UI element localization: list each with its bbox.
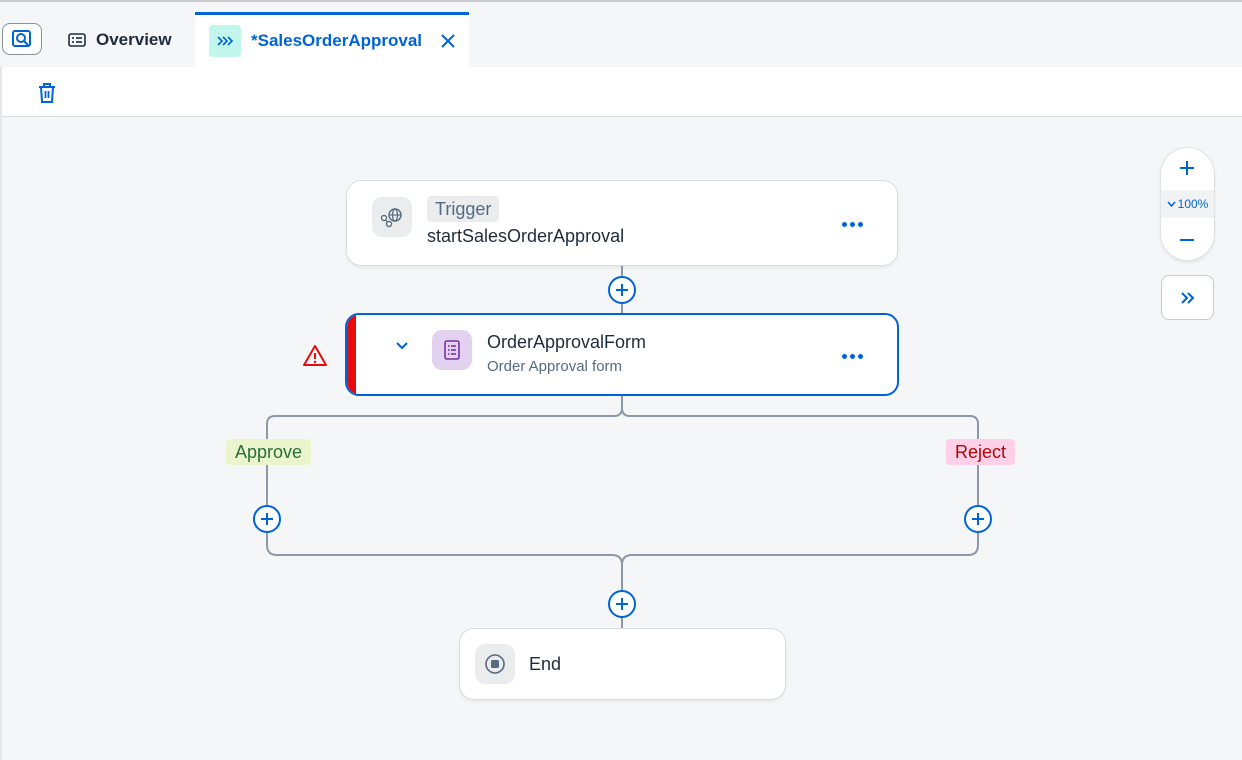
end-icon-box	[475, 644, 515, 684]
dot	[841, 221, 847, 227]
trigger-more-button[interactable]	[837, 209, 867, 239]
collapse-button[interactable]	[391, 336, 413, 356]
double-chevron-right-icon	[1180, 291, 1194, 304]
chevron-down-icon	[396, 342, 408, 350]
error-indicator	[347, 315, 356, 394]
dot	[857, 221, 863, 227]
toolbar	[2, 67, 1242, 117]
trigger-name: startSalesOrderApproval	[427, 226, 625, 246]
branch-label-approve[interactable]: Approve	[226, 439, 312, 465]
minus-icon	[1180, 239, 1194, 241]
plus-icon	[1180, 161, 1194, 175]
trigger-icon-box	[372, 197, 412, 237]
search-button[interactable]	[2, 23, 42, 55]
dot	[841, 353, 847, 359]
warning-icon[interactable]	[302, 344, 328, 368]
form-step-title: OrderApprovalForm	[487, 332, 647, 352]
zoom-level-value: 100%	[1177, 197, 1209, 211]
chevron-down-icon	[1167, 201, 1176, 207]
list-icon	[68, 32, 86, 47]
trigger-card[interactable]	[347, 181, 897, 265]
trigger-tag: Trigger	[427, 196, 500, 222]
trash-icon	[39, 83, 55, 103]
expand-panel-button[interactable]	[1161, 275, 1214, 320]
tab-overview-label: Overview	[96, 29, 172, 49]
zoom-level-select[interactable]: 100%	[1161, 190, 1214, 218]
end-label: End	[529, 654, 562, 674]
process-badge	[209, 25, 241, 57]
tab-sales-order-approval[interactable]: *SalesOrderApproval	[195, 12, 469, 67]
delete-button[interactable]	[34, 80, 60, 106]
form-step-subtitle: Order Approval form	[487, 358, 623, 375]
form-step-card[interactable]	[345, 313, 899, 396]
add-step-button-reject[interactable]	[964, 505, 992, 533]
dot	[857, 353, 863, 359]
left-border	[0, 67, 2, 760]
plus-icon	[261, 513, 273, 525]
add-step-button-1[interactable]	[608, 276, 636, 304]
plus-icon	[972, 513, 984, 525]
tab-active-label: *SalesOrderApproval	[251, 31, 423, 50]
close-icon[interactable]	[440, 33, 456, 49]
zoom-out-button[interactable]	[1174, 227, 1200, 253]
form-icon-box	[432, 330, 472, 370]
tab-overview[interactable]: Overview	[54, 12, 196, 67]
dot	[849, 353, 855, 359]
add-step-button-2[interactable]	[608, 590, 636, 618]
form-icon	[444, 340, 460, 360]
branch-label-reject[interactable]: Reject	[946, 439, 1016, 465]
dot	[849, 221, 855, 227]
add-step-button-approve[interactable]	[253, 505, 281, 533]
top-border	[0, 0, 1242, 2]
stop-icon	[485, 654, 505, 674]
search-icon	[12, 30, 31, 47]
plus-icon	[616, 284, 628, 296]
form-more-button[interactable]	[837, 341, 867, 371]
chevrons-right-icon	[217, 36, 234, 46]
network-icon	[380, 208, 402, 228]
plus-icon	[616, 598, 628, 610]
zoom-in-button[interactable]	[1174, 155, 1200, 181]
